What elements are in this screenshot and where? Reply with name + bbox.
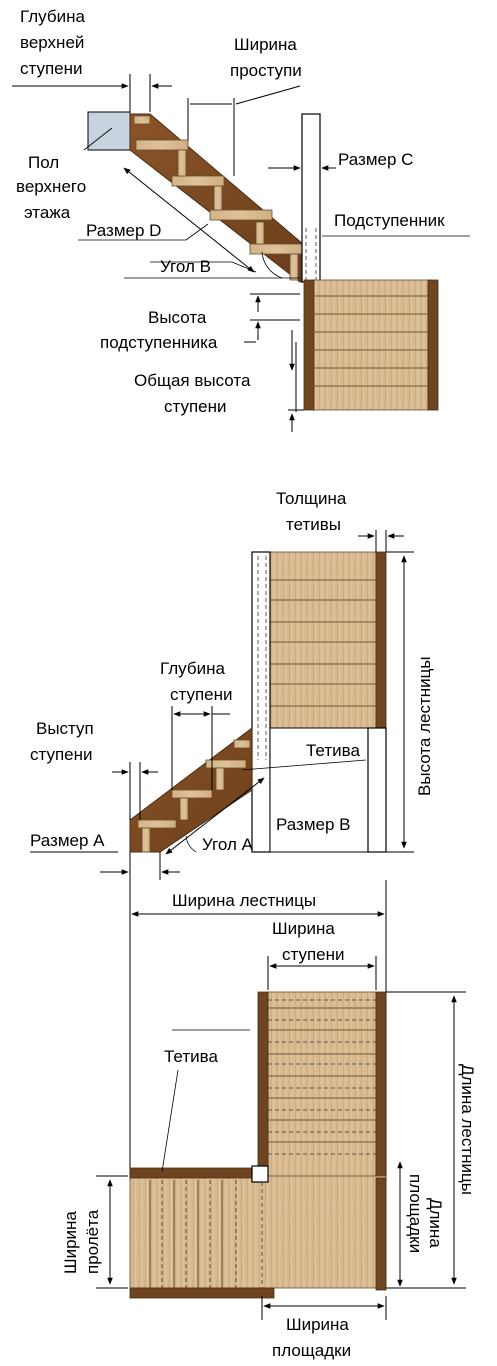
label-top-step-depth-2: верхней (20, 33, 84, 52)
newel-post-side (251, 551, 271, 853)
label-total-step-height-1: Общая высота (134, 371, 251, 390)
label-stringer-thickness-2: тетивы (286, 515, 341, 534)
plan-upper-flight (267, 991, 377, 1179)
label-stringer-plan: Тетива (164, 1047, 218, 1066)
label-top-step-depth-1: Глубина (20, 7, 85, 26)
label-stair-width: Ширина лестницы (172, 891, 316, 910)
label-upper-floor-3: этажа (24, 203, 71, 222)
label-riser-height-2: подступенника (100, 333, 218, 352)
diagram-top-section: Глубина верхней ступени Ширина проступи … (12, 7, 470, 432)
label-tread-width-2: проступи (230, 61, 302, 80)
upper-floor-block (87, 111, 131, 151)
label-step-depth-1: Глубина (160, 659, 225, 678)
newel-post-top (301, 113, 321, 283)
label-angle-a: Угол А (202, 835, 254, 854)
label-step-width-1: Ширина (272, 919, 335, 938)
label-landing-length-1: Длина (426, 1198, 445, 1248)
label-span-width-1: Ширина (61, 1211, 80, 1274)
label-step-width-2: ступени (282, 945, 345, 964)
diagram-plan-view: Ширина лестницы Ширина ступени (61, 880, 477, 1360)
landing-block-top (311, 279, 431, 411)
plan-landing (129, 1175, 387, 1289)
diagram-side-elevation: Толщина тетивы Высота лестницы Глубина с… (30, 489, 434, 880)
label-landing-width-1: Ширина (286, 1315, 349, 1334)
label-riser-height-1: Высота (148, 308, 207, 327)
label-landing-width-2: площадки (272, 1341, 351, 1360)
landing-planks-top (312, 295, 428, 387)
upper-flight-planks (270, 579, 376, 707)
label-top-step-depth-3: ступени (20, 59, 83, 78)
label-upper-floor-1: Пол (28, 153, 59, 172)
label-step-nosing-2: ступени (30, 745, 93, 764)
label-total-step-height-2: ступени (164, 397, 227, 416)
label-landing-length-2: площадки (406, 1174, 425, 1253)
label-stringer-thickness-1: Толщина (276, 489, 347, 508)
label-stair-height: Высота лестницы (415, 656, 434, 796)
plan-corner-post (251, 1165, 269, 1183)
plan-upper-treads (268, 999, 376, 1155)
label-size-a: Размер А (30, 831, 105, 850)
label-upper-floor-2: верхнего (16, 177, 86, 196)
label-angle-b: Угол B (160, 257, 211, 276)
label-step-depth-2: ступени (170, 685, 233, 704)
plan-landing-boards (149, 1180, 263, 1288)
label-size-d: Размер D (86, 221, 161, 240)
label-tread-width-1: Ширина (234, 35, 297, 54)
upper-flight-block (269, 551, 377, 729)
label-size-b: Размер B (276, 815, 351, 834)
label-step-nosing-1: Выступ (36, 719, 94, 738)
landing-frame-side (269, 727, 387, 853)
label-stair-length: Длина лестницы (458, 1064, 477, 1195)
label-size-c: Размер C (338, 150, 413, 169)
landing-post-side (367, 727, 387, 853)
label-span-width-2: пролёта (83, 1209, 102, 1274)
label-stringer-side: Тетива (306, 741, 360, 760)
label-riser: Подступенник (334, 211, 445, 230)
